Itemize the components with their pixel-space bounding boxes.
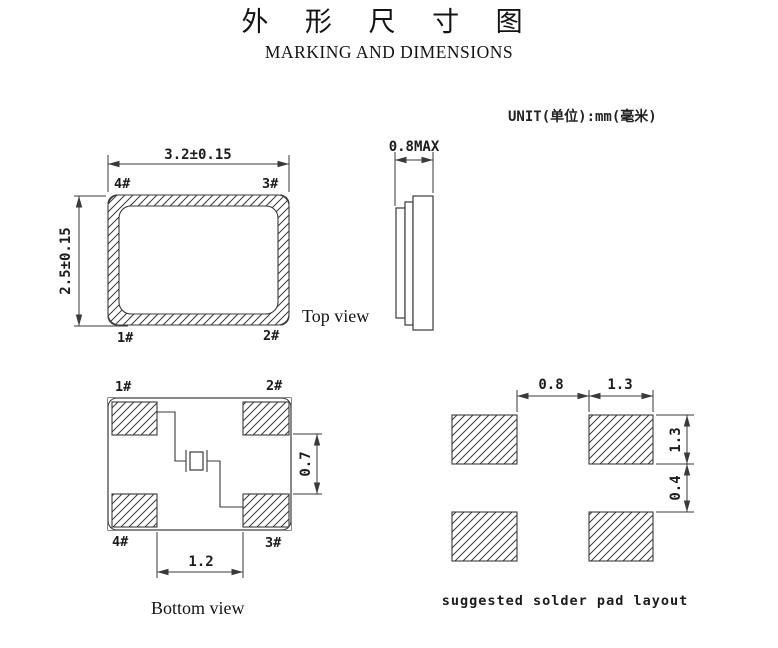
dim-label-gap-h: 0.8 (538, 377, 563, 393)
bottom-pad-4 (111, 493, 158, 528)
side-view-thickness-dimension: 0.8MAX (389, 139, 440, 206)
bottom-corner-notches (107, 397, 292, 531)
pin-label-1: 1# (117, 330, 134, 346)
dim-label-thickness: 0.8MAX (389, 139, 440, 155)
solder-pad-bottom-right (588, 511, 654, 562)
page-title: 外 形 尺 寸 图 (241, 7, 537, 38)
top-view-height-dimension: 2.5±0.15 (58, 195, 128, 327)
bottom-pad-1 (111, 401, 158, 436)
dim-label-pad-w: 1.3 (607, 377, 632, 393)
package-body-ring (107, 194, 290, 326)
dim-label-0-7: 0.7 (298, 451, 314, 476)
bottom-view-drawing: 0.7 1.2 1# 2# 4# 3# (107, 378, 322, 578)
dim-label-gap-v: 0.4 (668, 475, 684, 500)
pin-label-4: 4# (112, 534, 129, 550)
bottom-view-label: Bottom view (151, 598, 245, 618)
pad-layout-right-dimensions: 1.3 0.4 (656, 414, 694, 513)
solder-pad-top-right (588, 414, 654, 465)
side-profile-body (412, 195, 434, 331)
top-view-label: Top view (302, 306, 370, 326)
pin-label-3: 3# (262, 176, 279, 192)
pin-label-4: 4# (114, 176, 131, 192)
dim-label-height: 2.5±0.15 (58, 227, 74, 294)
pad-layout-caption: suggested solder pad layout (442, 593, 688, 609)
side-profile-step (404, 201, 414, 326)
top-view-drawing: 3.2±0.15 2.5±0.15 4# 3# 1# 2# (58, 147, 290, 346)
bottom-pad-2 (242, 401, 290, 436)
pin-label-2: 2# (266, 378, 283, 394)
dim-label-pad-h: 1.3 (668, 427, 684, 452)
title-block: 外 形 尺 寸 图 MARKING AND DIMENSIONS (0, 6, 778, 63)
bottom-view-vertical-dimension: 0.7 (293, 433, 322, 495)
bottom-view-horizontal-dimension: 1.2 (156, 532, 244, 578)
pin-label-2: 2# (263, 328, 280, 344)
solder-pad-bottom-left (451, 511, 518, 562)
pad-layout-top-dimensions: 0.8 1.3 (516, 377, 654, 412)
dim-label-width: 3.2±0.15 (164, 147, 231, 163)
solder-pad-layout-drawing: 0.8 1.3 1.3 0.4 suggested solder pad lay… (442, 377, 694, 609)
dim-label-1-2: 1.2 (188, 554, 213, 570)
corner-notches (107, 194, 290, 326)
side-view-drawing: 0.8MAX (389, 139, 440, 331)
bottom-pad-3 (242, 493, 290, 528)
crystal-symbol (157, 411, 243, 508)
unit-note: UNIT(单位):mm(毫米) (508, 109, 657, 125)
top-view-width-dimension: 3.2±0.15 (107, 147, 290, 192)
side-profile-lid (395, 207, 406, 319)
solder-pad-top-left (451, 414, 518, 465)
page-subtitle: MARKING AND DIMENSIONS (264, 42, 514, 62)
pin-label-1: 1# (115, 379, 132, 395)
pin-label-3: 3# (265, 535, 282, 551)
